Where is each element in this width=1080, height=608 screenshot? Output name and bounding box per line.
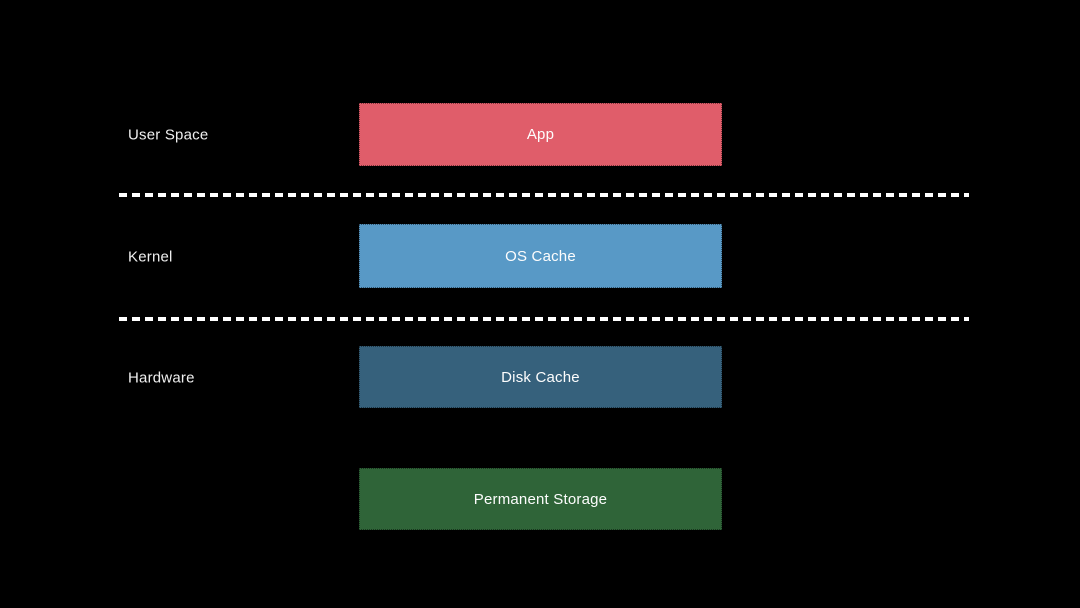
divider-kernel-hardware — [119, 317, 969, 321]
layer-label-hardware: Hardware — [128, 369, 195, 387]
box-disk-cache: Disk Cache — [359, 346, 722, 408]
box-os-cache: OS Cache — [359, 224, 722, 288]
layer-label-user-space: User Space — [128, 126, 209, 144]
box-permanent-storage: Permanent Storage — [359, 468, 722, 530]
box-app: App — [359, 103, 722, 166]
divider-user-space-kernel — [119, 193, 969, 197]
layer-label-kernel: Kernel — [128, 248, 173, 266]
